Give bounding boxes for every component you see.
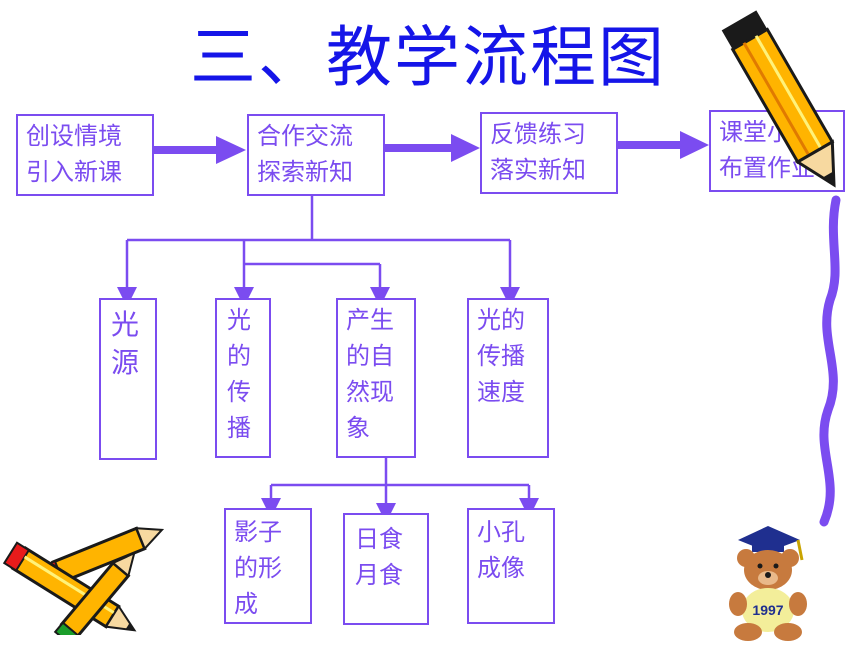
phenomenon-2-line-1: 日食 [355, 525, 403, 553]
topic-3-line-4: 象 [346, 414, 370, 442]
step-3-line-2: 落实新知 [490, 156, 586, 184]
pencils-icon [2, 526, 165, 635]
step-1-line-1: 创设情境 [26, 122, 122, 150]
topic-box-2: 光 的 传 播 [215, 298, 271, 458]
phenomenon-1-line-3: 成 [234, 590, 258, 618]
step-box-1: 创设情境 引入新课 [16, 114, 154, 196]
step-box-3: 反馈练习 落实新知 [480, 112, 618, 194]
topic-2-line-2: 的 [227, 342, 251, 370]
topic-3-line-1: 产生 [346, 306, 394, 334]
phenomenon-3-line-2: 成像 [477, 554, 525, 582]
phenomenon-3-line-1: 小孔 [477, 518, 525, 546]
phenomenon-2-line-2: 月食 [355, 561, 403, 589]
topic-2-line-1: 光 [227, 306, 251, 334]
phenomena-tree [261, 458, 539, 523]
topic-box-3: 产生 的自 然现 象 [336, 298, 416, 458]
bear-shirt-text: 1997 [752, 602, 783, 618]
phenomenon-box-1: 影子 的形 成 [224, 508, 312, 624]
topic-box-1: 光 源 [99, 298, 157, 460]
topic-2-line-3: 传 [227, 378, 251, 406]
topic-4-line-2: 传播 [477, 342, 525, 370]
teddy-bear-icon: 1997 [729, 526, 807, 641]
topic-3-line-3: 然现 [346, 378, 394, 406]
step-arrow-3 [618, 131, 709, 159]
page-title: 三、教学流程图 [190, 19, 666, 96]
step-arrow-1 [154, 136, 246, 164]
topic-4-line-1: 光的 [477, 306, 525, 334]
topic-1-line-2: 源 [111, 346, 140, 379]
step-1-line-2: 引入新课 [26, 158, 122, 186]
pencil-icon [721, 10, 836, 188]
phenomenon-box-3: 小孔 成像 [467, 508, 555, 624]
phenomenon-1-line-2: 的形 [234, 554, 282, 582]
topic-4-line-3: 速度 [477, 378, 525, 406]
step-box-2: 合作交流 探索新知 [247, 114, 385, 196]
topic-3-line-2: 的自 [346, 342, 394, 370]
ribbon-decoration [819, 195, 841, 527]
topic-tree [117, 196, 520, 307]
topic-1-line-1: 光 [111, 308, 140, 341]
phenomenon-1-line-1: 影子 [234, 518, 282, 546]
step-arrow-2 [385, 134, 480, 162]
topic-box-4: 光的 传播 速度 [467, 298, 549, 458]
topic-2-line-4: 播 [227, 414, 251, 442]
phenomenon-box-2: 日食 月食 [343, 513, 429, 625]
step-2-line-2: 探索新知 [257, 158, 353, 186]
step-3-line-1: 反馈练习 [490, 120, 586, 148]
step-2-line-1: 合作交流 [257, 122, 353, 150]
